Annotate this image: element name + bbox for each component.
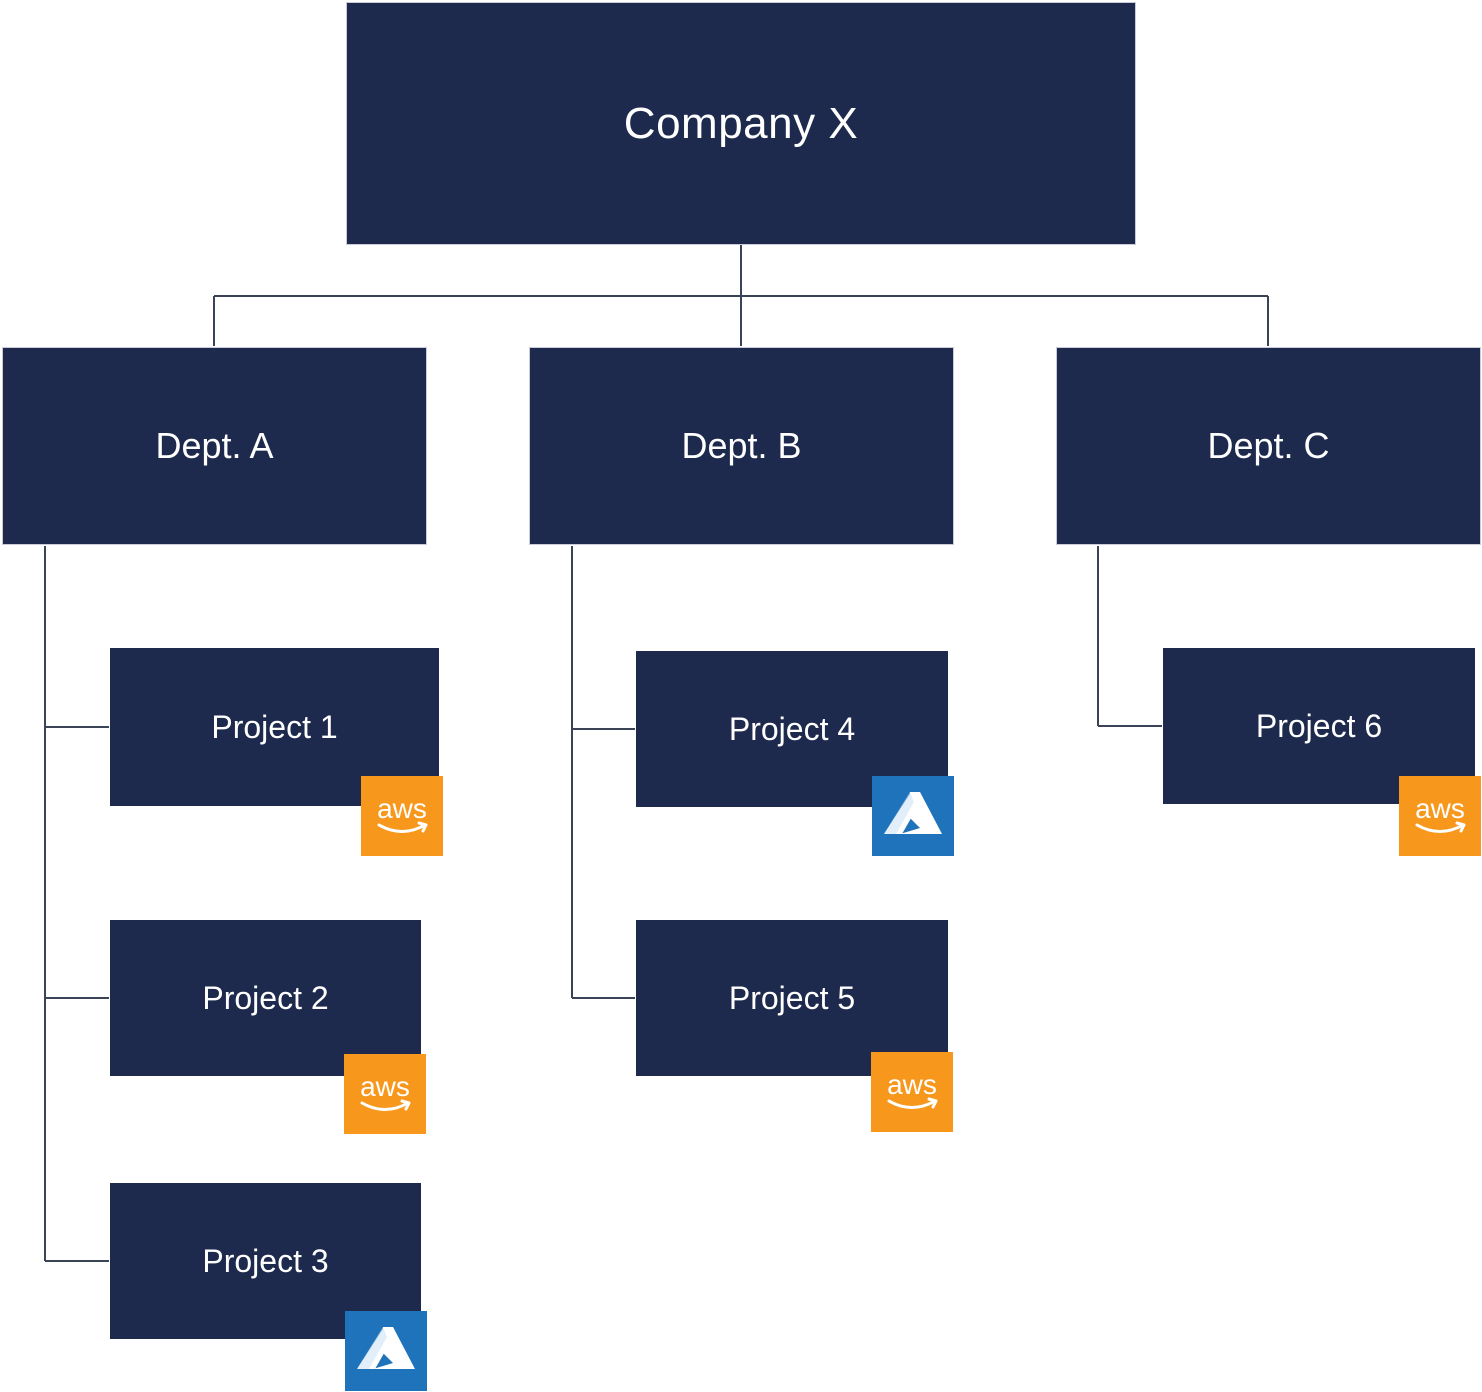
azure-logo-icon bbox=[345, 1311, 427, 1391]
azure-logo-icon bbox=[872, 776, 954, 856]
dept-b-label: Dept. B bbox=[681, 425, 802, 466]
project-3-label: Project 3 bbox=[202, 1242, 329, 1279]
project-4-label: Project 4 bbox=[728, 710, 856, 747]
dept-a-node: Dept. A bbox=[2, 347, 427, 545]
dept-b-node: Dept. B bbox=[529, 347, 954, 545]
dept-c-label: Dept. C bbox=[1207, 425, 1330, 466]
aws-logo-text: aws bbox=[360, 1071, 410, 1102]
project-6-label: Project 6 bbox=[1255, 707, 1383, 744]
project-1-label: Project 1 bbox=[211, 708, 338, 745]
project-4-node: Project 4 bbox=[636, 651, 948, 807]
company-node: Company X bbox=[346, 2, 1136, 245]
company-label: Company X bbox=[623, 98, 859, 148]
aws-logo-icon: aws bbox=[1399, 776, 1481, 856]
project-5-node: Project 5 bbox=[636, 920, 948, 1076]
dept-c-node: Dept. C bbox=[1056, 347, 1481, 545]
aws-logo-icon: aws bbox=[344, 1054, 426, 1134]
project-5-label: Project 5 bbox=[728, 979, 856, 1016]
project-2-label: Project 2 bbox=[202, 979, 329, 1016]
aws-logo-text: aws bbox=[1415, 793, 1465, 824]
aws-logo-icon: aws bbox=[361, 776, 443, 856]
aws-logo-text: aws bbox=[887, 1069, 937, 1100]
dept-a-label: Dept. A bbox=[155, 425, 274, 466]
project-2-node: Project 2 bbox=[110, 920, 421, 1076]
aws-logo-icon: aws bbox=[871, 1052, 953, 1132]
aws-logo-text: aws bbox=[377, 793, 427, 824]
